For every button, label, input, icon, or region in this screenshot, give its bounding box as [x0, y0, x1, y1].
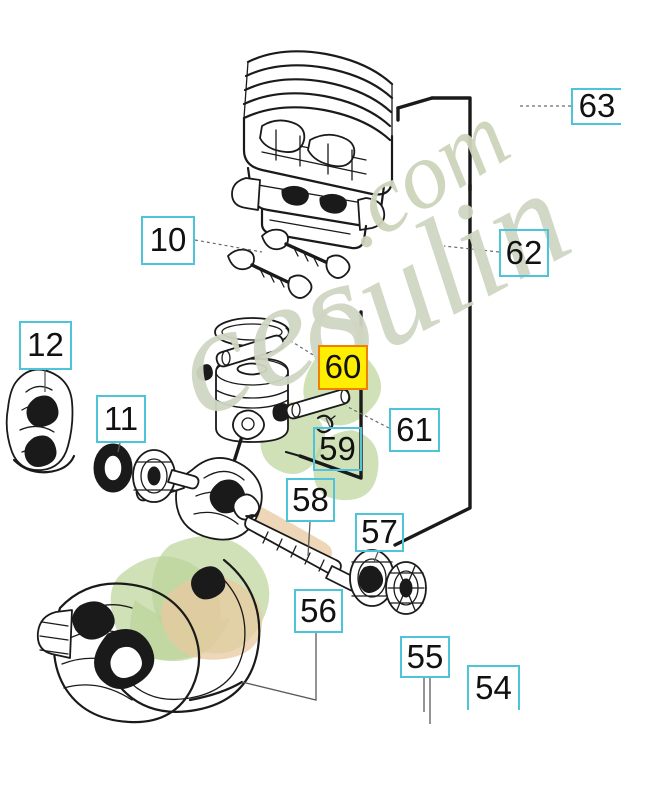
callout-60[interactable]: 60: [318, 345, 368, 390]
part-56-crankcase-half: [36, 558, 261, 724]
callout-62-label: 62: [505, 233, 543, 271]
leader-lines: [44, 105, 571, 712]
callout-57[interactable]: 57: [355, 513, 404, 552]
callout-59[interactable]: 59: [313, 427, 362, 471]
callout-61-label: 61: [396, 410, 433, 448]
leader-58: [307, 521, 311, 557]
leader-61: [345, 405, 390, 429]
part-63-gasket-outline: [393, 96, 472, 547]
leader-11: [117, 442, 121, 453]
callout-10[interactable]: 10: [141, 216, 195, 265]
callout-56[interactable]: 56: [294, 589, 343, 633]
callout-56-label: 56: [300, 591, 337, 629]
callout-54-label: 54: [475, 669, 512, 706]
part-59-circlip: [315, 414, 336, 434]
callout-63[interactable]: 63: [571, 88, 621, 125]
part-11-seal-and-bearing: [93, 443, 200, 503]
callout-63-label: 63: [578, 87, 616, 124]
callout-11-label: 11: [103, 399, 139, 437]
cylinder-assembly: [231, 50, 394, 250]
callout-58[interactable]: 58: [286, 478, 335, 522]
leader-57: [373, 551, 379, 563]
callout-62[interactable]: 62: [499, 229, 549, 277]
part-55-needle-bearing: [385, 561, 427, 615]
part-10-clamp-screws: [227, 228, 351, 299]
callout-12[interactable]: 12: [19, 321, 72, 370]
callout-54[interactable]: 54: [467, 665, 520, 710]
callout-10-label: 10: [149, 221, 187, 258]
callout-55[interactable]: 55: [400, 636, 450, 678]
callout-12-label: 12: [27, 326, 64, 363]
part-12-bracket: [5, 368, 76, 474]
wrist-pin-upper: [215, 334, 285, 368]
callout-57-label: 57: [361, 513, 398, 550]
callout-61[interactable]: 61: [389, 408, 440, 452]
leader-60: [285, 337, 319, 359]
leader-59: [325, 417, 331, 428]
callout-60-label: 60: [324, 348, 362, 385]
callout-58-label: 58: [292, 480, 329, 518]
callout-11[interactable]: 11: [96, 395, 146, 443]
callout-59-label: 59: [319, 429, 356, 467]
leader-10: [194, 239, 263, 253]
leader-56: [241, 633, 317, 701]
callout-55-label: 55: [406, 637, 444, 675]
